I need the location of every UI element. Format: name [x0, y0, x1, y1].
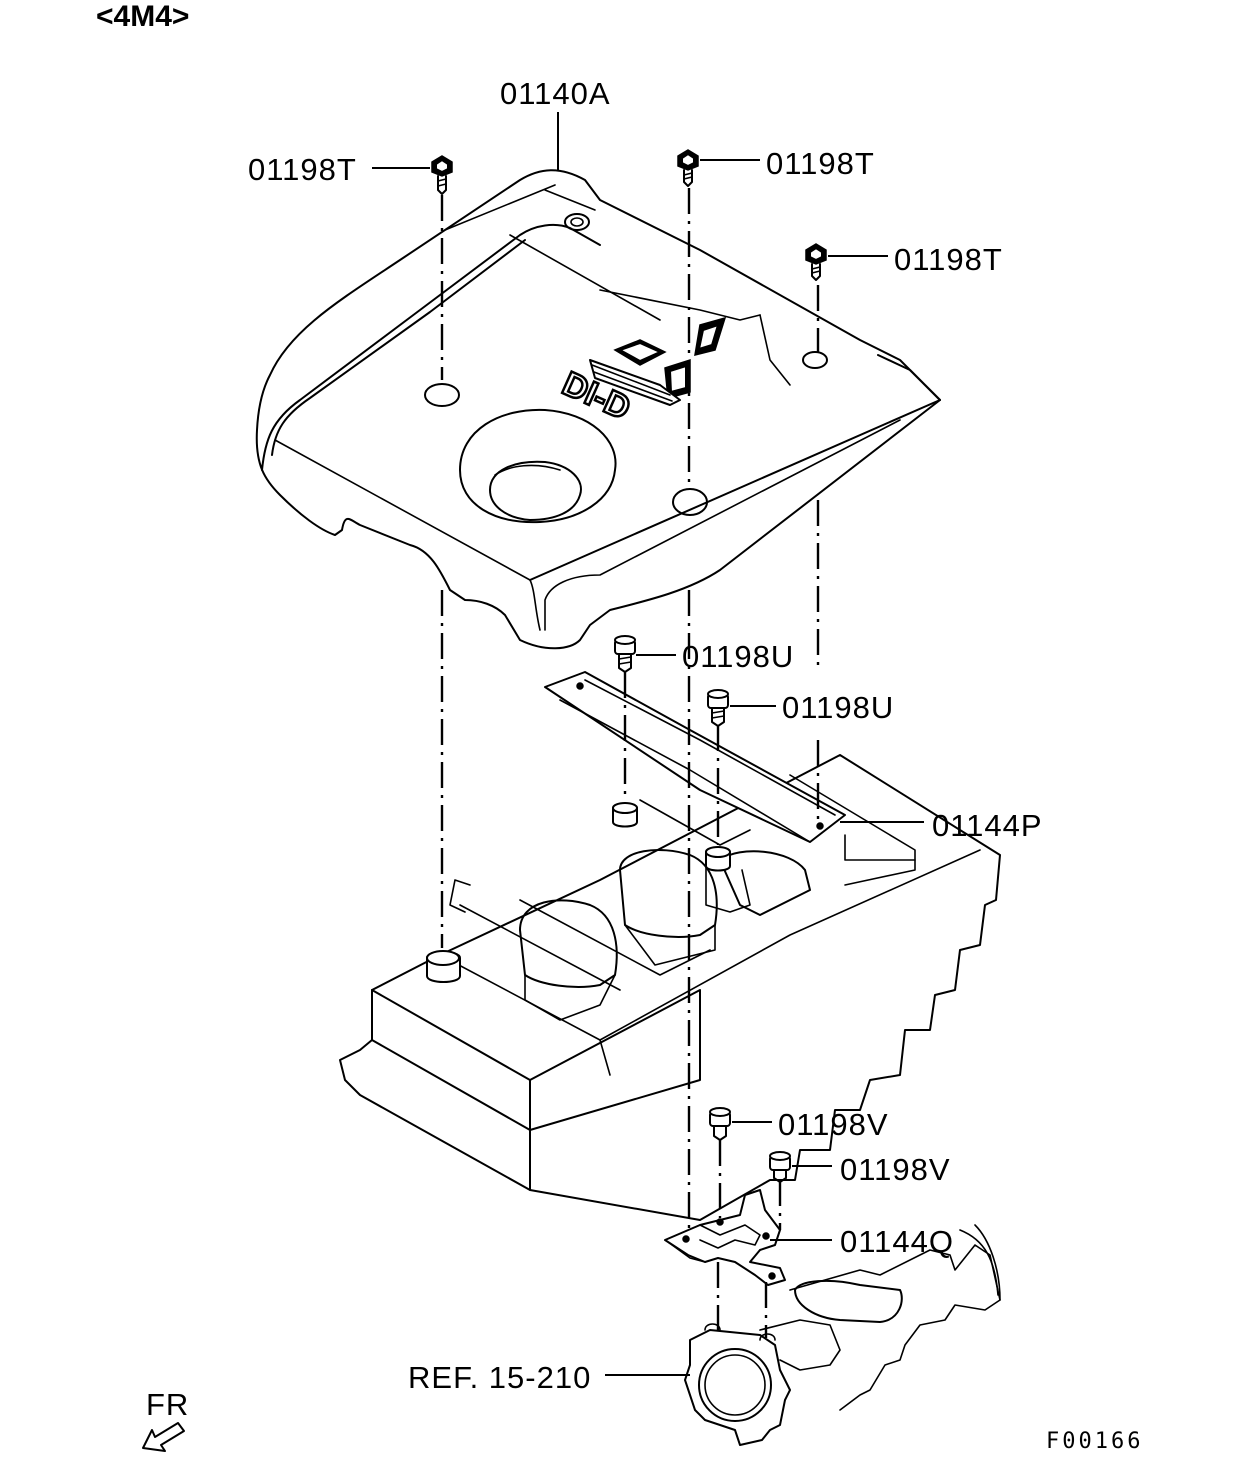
fastener-screw-right	[805, 243, 827, 281]
variant-label: <4M4>	[96, 0, 189, 33]
leader-lines	[372, 112, 924, 1376]
label-screw-top-left: 01198T	[248, 152, 357, 187]
figure-code: F00166	[1046, 1429, 1143, 1454]
engine-block-drawing	[339, 754, 1001, 1221]
fastener-bolt-lower-left	[709, 1107, 731, 1141]
label-reference: REF. 15-210	[408, 1360, 591, 1395]
label-lower-bracket: 01144Q	[840, 1224, 954, 1259]
fastener-bolt-left	[614, 635, 636, 673]
fastener-bolt-lower-right	[769, 1151, 791, 1183]
fastener-screw-top-center	[677, 149, 699, 187]
assembly-lines	[440, 188, 820, 1338]
direction-label: FR	[146, 1387, 189, 1422]
label-bolt-bracket-left: 01198U	[682, 639, 794, 674]
label-bolt-bracket-right: 01198U	[782, 690, 894, 725]
label-bolt-lower-left: 01198V	[778, 1107, 889, 1142]
fastener-bolt-right	[707, 689, 729, 727]
label-bolt-lower-right: 01198V	[840, 1152, 951, 1187]
label-bracket-plate: 01144P	[932, 808, 1043, 843]
label-screw-top-center: 01198T	[766, 146, 875, 181]
front-arrow-icon	[142, 1422, 185, 1452]
label-engine-cover: 01140A	[500, 76, 611, 111]
engine-cover-drawing: DI-D	[255, 169, 941, 650]
fastener-screw-top-left	[431, 155, 453, 195]
intake-drawing	[664, 1189, 1001, 1446]
label-screw-right: 01198T	[894, 242, 1003, 277]
